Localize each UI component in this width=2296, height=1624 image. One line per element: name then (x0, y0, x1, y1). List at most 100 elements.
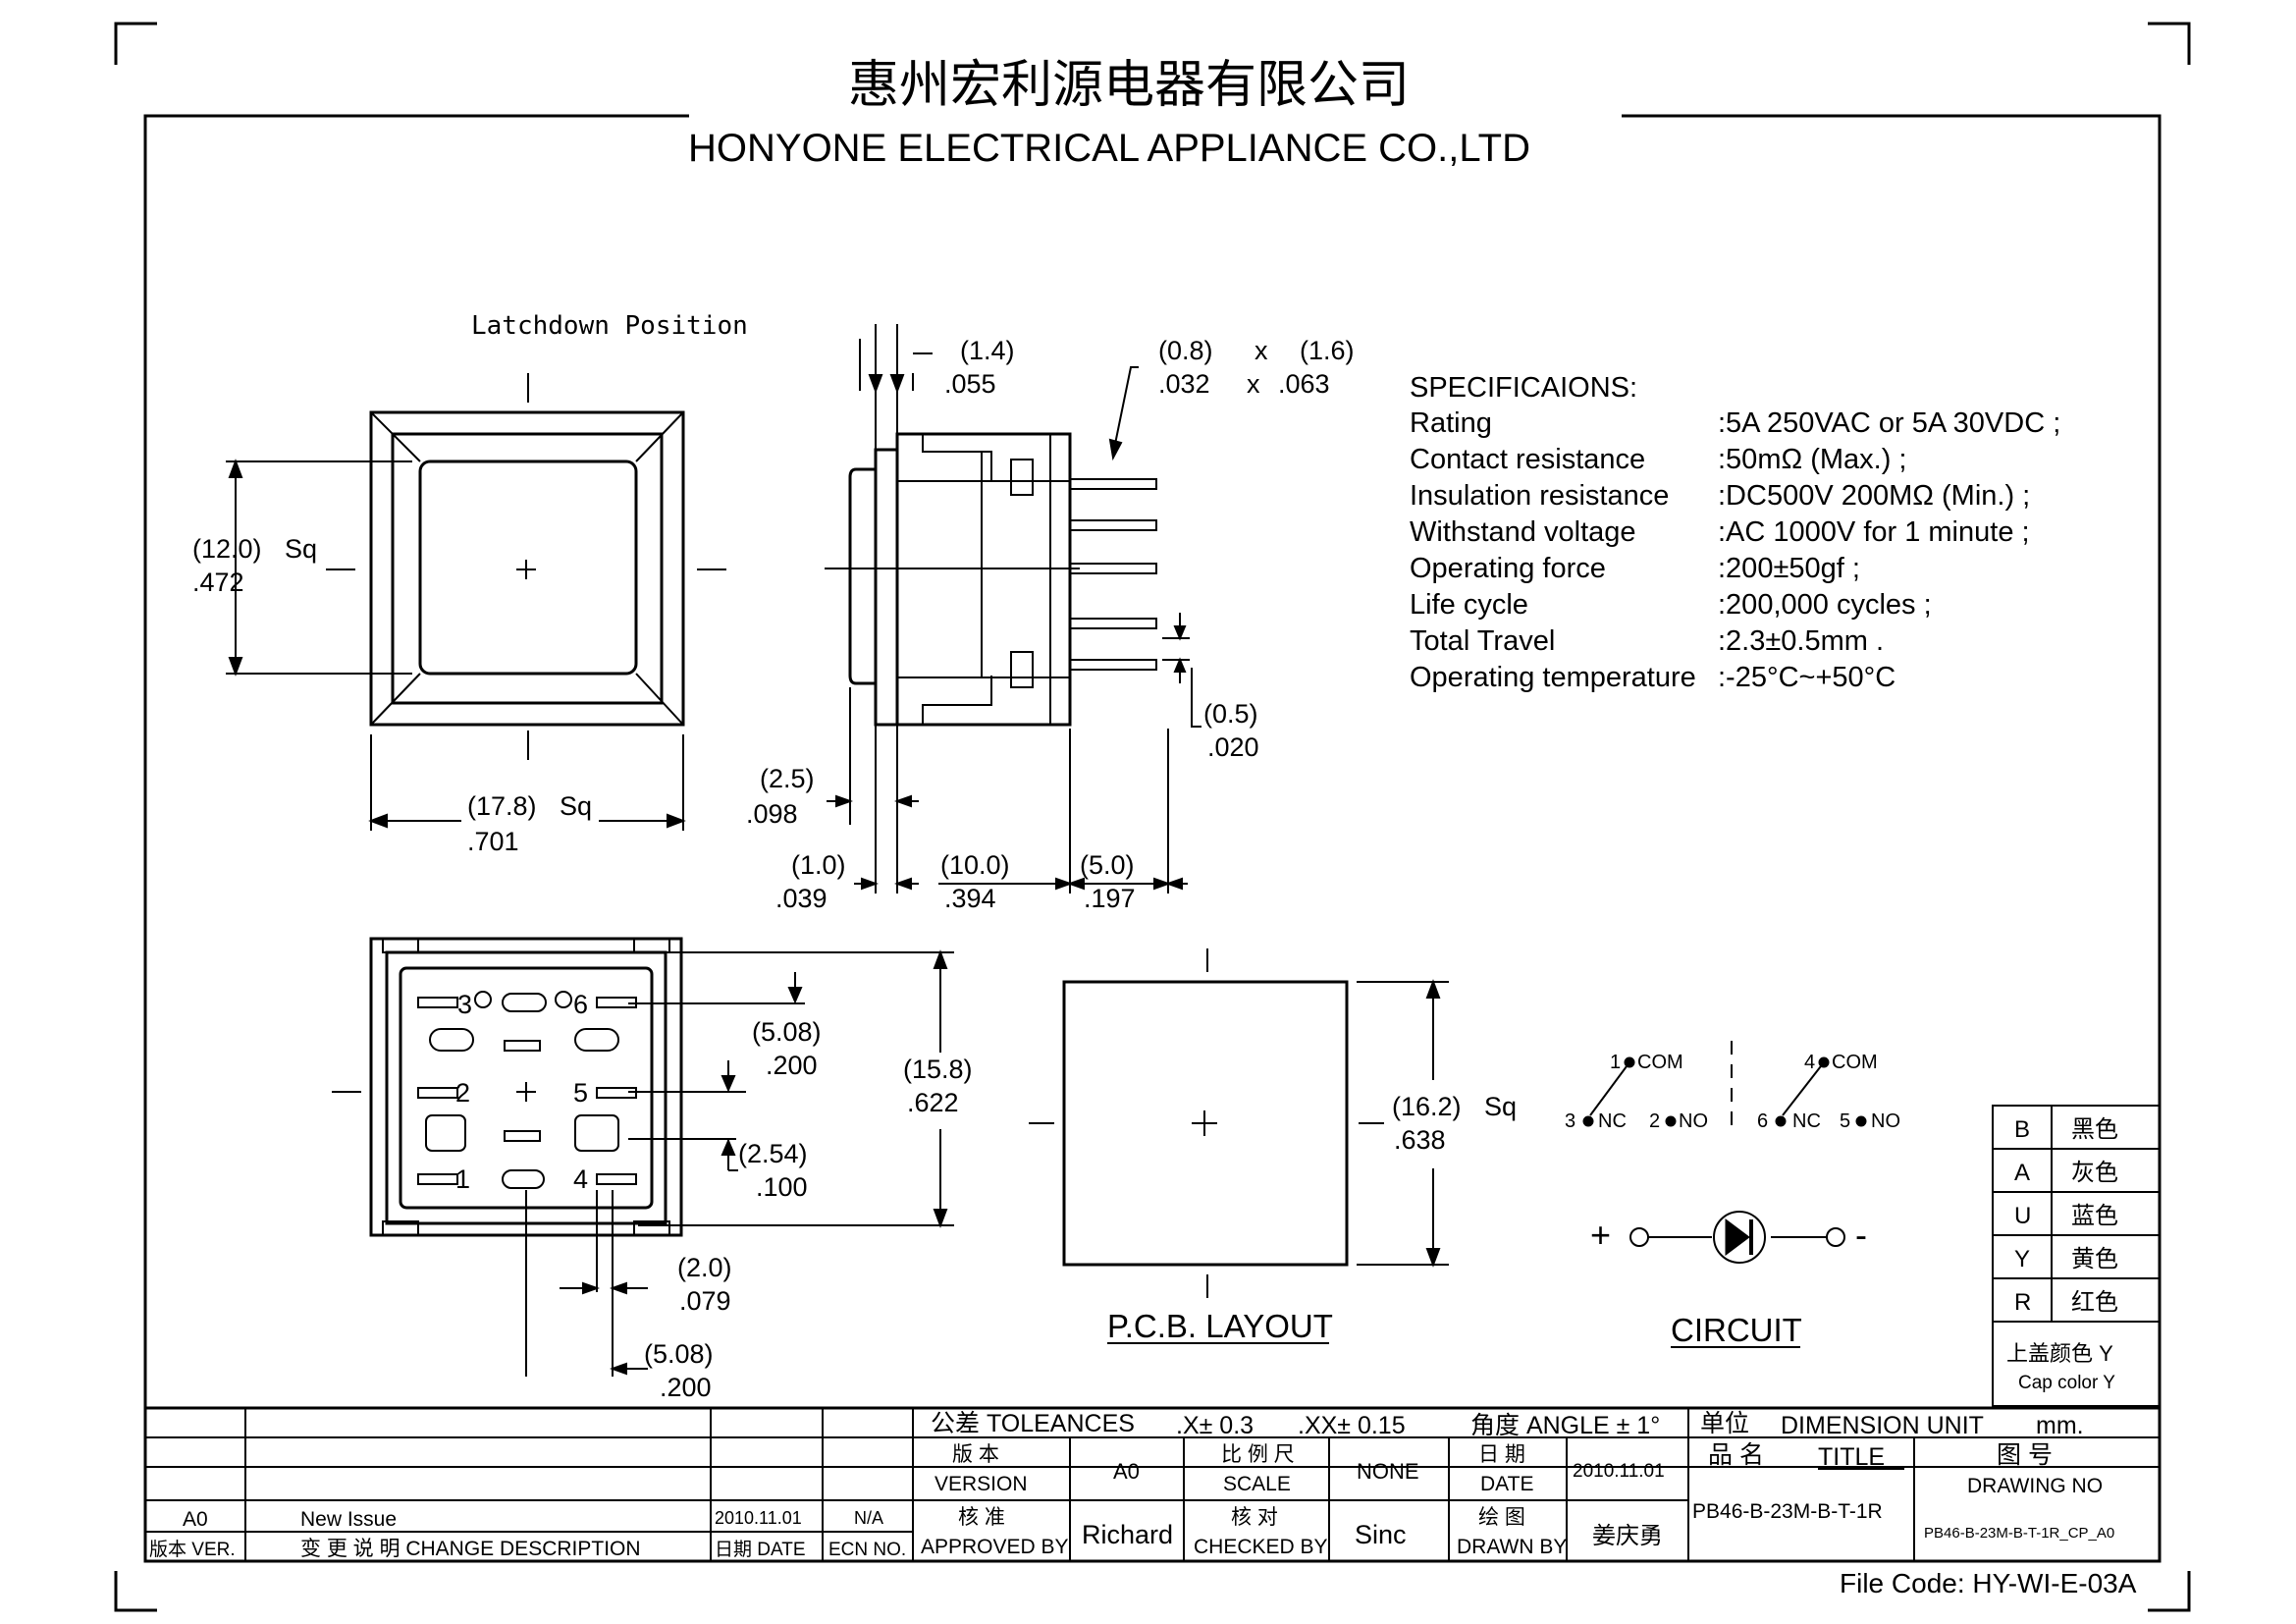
version-en: VERSION (934, 1473, 1028, 1495)
rev-ecn: N/A (854, 1508, 883, 1528)
circuit-switch-right: 4 COM 6 NC 5 NO (1757, 1052, 1900, 1132)
hdr-date: 日期 DATE (715, 1539, 806, 1560)
circuit-switch-left: 1 COM 3 NC 2 NO (1565, 1052, 1708, 1132)
side-body-detail (981, 434, 1051, 725)
pin-label-1: 1 (455, 1164, 470, 1194)
pcb-outline (1062, 980, 1349, 1267)
side-dim-e-mm: (10.0) (940, 850, 1010, 880)
bottom-dim-height-in: .622 (907, 1088, 959, 1117)
pin-label-4: 4 (573, 1164, 588, 1194)
rev-ver: A0 (183, 1508, 208, 1531)
side-dim-pin-mm: (0.8) (1158, 336, 1213, 365)
button-face (418, 460, 638, 676)
front-view-title: Latchdown Position (471, 311, 748, 341)
bottom-dim-height-mm: (15.8) (903, 1055, 973, 1084)
side-dim-d-mm: (1.0) (791, 850, 846, 880)
drawing-cn: 图 号 (1997, 1441, 2053, 1469)
spec-label-rating: Rating (1410, 407, 1492, 439)
tol-x: .X± 0.3 (1176, 1412, 1254, 1439)
approved-val: Richard (1082, 1520, 1173, 1549)
side-dim-f-in: .197 (1084, 884, 1136, 913)
hdr-ecn: ECN NO. (828, 1540, 906, 1560)
pin-label-5: 5 (573, 1078, 588, 1108)
front-dim-outer-mm: (17.8) (467, 791, 537, 821)
unit-en: DIMENSION UNIT (1781, 1412, 1984, 1439)
circuit-pin-5: 5 (1840, 1110, 1850, 1132)
color-name-y: 黄色 (2071, 1246, 2118, 1272)
front-dim-outer-sq: Sq (560, 791, 592, 821)
checked-en: CHECKED BY (1194, 1536, 1328, 1558)
front-centerlines (326, 373, 726, 760)
bottom-dim-pitch-in: .200 (766, 1051, 818, 1080)
spec-label-travel: Total Travel (1410, 625, 1555, 657)
side-dim-c-in: .098 (746, 799, 798, 829)
circuit-led: + - (1590, 1211, 1867, 1264)
bottom-dim-pin-in: .079 (679, 1286, 731, 1316)
pcb-dim-sq: Sq (1484, 1092, 1517, 1121)
bottom-dim-small-mm: (2.54) (738, 1139, 808, 1168)
spec-value-contact: :50mΩ (Max.) ; (1718, 444, 1906, 475)
side-dim-pin-in: .032 (1158, 369, 1210, 399)
side-dim-pin-in2: .063 (1278, 369, 1330, 399)
pcb-center-mark (1192, 1110, 1217, 1136)
spec-value-rating: :5A 250VAC or 5A 30VDC ; (1718, 407, 2060, 439)
spec-label-insulation: Insulation resistance (1410, 480, 1669, 512)
approved-en: APPROVED BY (921, 1536, 1069, 1558)
spec-value-force: :200±50gf ; (1718, 553, 1860, 584)
color-code-a: A (2014, 1160, 2030, 1186)
spec-label-life: Life cycle (1410, 589, 1528, 621)
side-dim-c-mm: (2.5) (760, 764, 815, 793)
date-en: DATE (1480, 1473, 1533, 1495)
pin-label-3: 3 (457, 990, 472, 1019)
pin-label-6: 6 (573, 990, 588, 1019)
circuit-pin-2: 2 (1649, 1110, 1660, 1132)
tol-label: 公差 TOLEANCES (931, 1410, 1135, 1437)
hdr-desc: 变 更 说 明 CHANGE DESCRIPTION (300, 1538, 641, 1560)
drawing-en: DRAWING NO (1967, 1475, 2103, 1497)
side-dims (827, 324, 1201, 893)
spec-label-contact: Contact resistance (1410, 444, 1645, 475)
bottom-view: 3 6 2 5 1 4 (15.8) .622 (5.08) .200 (2. (332, 937, 973, 1402)
bezel-corner-lines (370, 411, 684, 726)
title-cn: 品 名 (1708, 1441, 1764, 1469)
scale-val: NONE (1357, 1459, 1419, 1484)
side-window-top (1010, 459, 1034, 496)
bottom-dims (525, 949, 954, 1377)
side-dim-d-in: .039 (775, 884, 828, 913)
main-frame (143, 114, 2162, 1408)
company-name-cn: 惠州宏利源电器有限公司 (848, 57, 1410, 114)
side-pins (1069, 478, 1157, 671)
tol-angle: 角度 ANGLE ± 1° (1470, 1412, 1660, 1439)
spec-heading: SPECIFICAIONS: (1410, 372, 1637, 404)
scale-cn: 比 例 尺 (1221, 1443, 1295, 1466)
cap-color-cn: 上盖颜色 Y (2006, 1341, 2113, 1366)
front-dim-outer-in: .701 (467, 827, 519, 856)
hdr-ver: 版本 VER. (149, 1539, 236, 1560)
bottom-dim-pitch-mm: (5.08) (752, 1017, 822, 1047)
pin-label-2: 2 (455, 1078, 470, 1108)
circuit-no-1: NO (1679, 1110, 1708, 1132)
side-dim-e-in: .394 (944, 884, 996, 913)
front-dim-inner-in: .472 (192, 568, 244, 597)
title-en: TITLE (1818, 1443, 1885, 1471)
spec-label-withstand: Withstand voltage (1410, 516, 1636, 548)
date-val: 2010.11.01 (1573, 1461, 1665, 1482)
unit-label: 单位 (1700, 1410, 1749, 1437)
drawn-en: DRAWN BY (1457, 1536, 1567, 1558)
side-dim-pin-x: x (1255, 336, 1268, 365)
circuit-minus: - (1855, 1215, 1867, 1255)
front-view: Latchdown Position (12.0) Sq .472 (17.8)… (192, 311, 748, 856)
pcb-dims (1357, 979, 1449, 1268)
specifications: SPECIFICAIONS: Rating :5A 250VAC or 5A 3… (1410, 372, 2060, 693)
side-dim-b-mm: (0.5) (1203, 699, 1258, 729)
spec-value-travel: :2.3±0.5mm . (1718, 625, 1884, 657)
drawn-cn: 绘 图 (1478, 1506, 1525, 1529)
circuit-nc-2: NC (1792, 1110, 1821, 1132)
checked-val: Sinc (1355, 1520, 1407, 1549)
side-clip-top (897, 434, 1070, 482)
side-dim-b-in: .020 (1207, 732, 1259, 762)
circuit-title: CIRCUIT (1671, 1312, 1802, 1348)
color-code-r: R (2014, 1289, 2031, 1316)
file-code: File Code: HY-WI-E-03A (1840, 1568, 2137, 1598)
